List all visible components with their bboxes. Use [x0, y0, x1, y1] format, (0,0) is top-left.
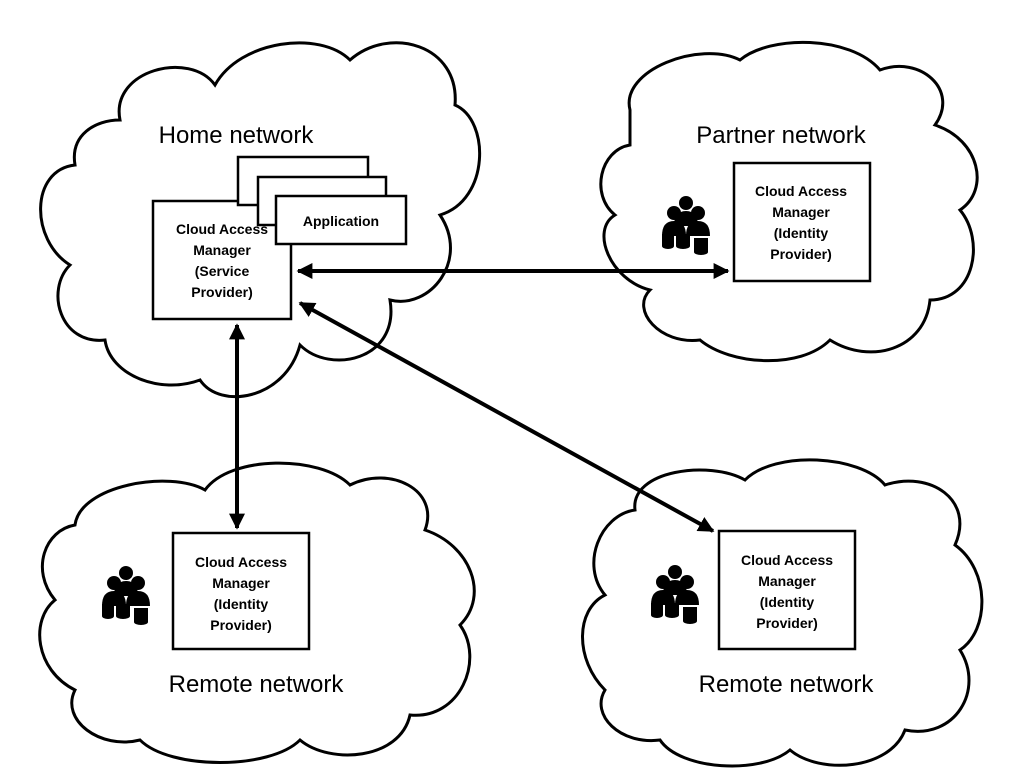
partner-cam-box — [732, 161, 872, 283]
remote-left-cam-line-4: Provider) — [210, 617, 271, 633]
remote-left-cam-box — [171, 531, 311, 651]
home-cam-line-3: (Service — [195, 263, 250, 279]
remote-right-cam-line-2: Manager — [758, 573, 816, 589]
remote-right-title: Remote network — [699, 671, 875, 698]
home-cam-label: Cloud Access Manager (Service Provider) — [176, 221, 268, 300]
remote-right-cam-box — [717, 529, 857, 651]
home-cam-line-1: Cloud Access — [176, 221, 268, 237]
partner-cam-line-2: Manager — [772, 204, 830, 220]
application-window-front — [274, 194, 408, 246]
arrow-home-remote-right — [298, 301, 715, 533]
partner-network-title: Partner network — [696, 122, 866, 149]
partner-cam-line-1: Cloud Access — [755, 183, 847, 199]
remote-right-cam-line-3: (Identity — [760, 594, 815, 610]
remote-left-title: Remote network — [169, 671, 345, 698]
remote-left-cam-line-1: Cloud Access — [195, 554, 287, 570]
partner-cam-line-4: Provider) — [770, 246, 831, 262]
remote-left-cam-line-3: (Identity — [214, 596, 269, 612]
partner-cam-line-3: (Identity — [774, 225, 829, 241]
application-label: Application — [303, 213, 379, 229]
home-network-title: Home network — [159, 122, 315, 149]
remote-right-cam-line-4: Provider) — [756, 615, 817, 631]
remote-right-cam-line-1: Cloud Access — [741, 552, 833, 568]
home-cam-line-2: Manager — [193, 242, 251, 258]
home-cam-line-4: Provider) — [191, 284, 252, 300]
remote-left-cam-line-2: Manager — [212, 575, 270, 591]
